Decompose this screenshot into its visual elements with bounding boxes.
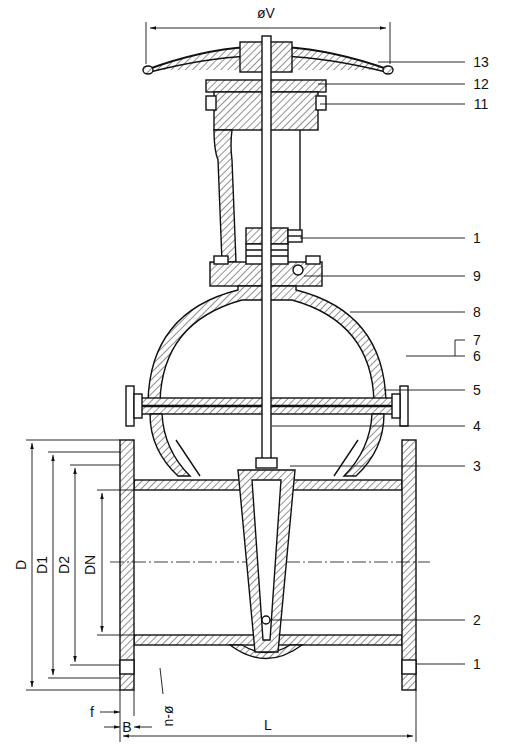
callout-number: 1 (473, 657, 481, 671)
callout-number: 7 (473, 333, 481, 347)
dimension-label: D (14, 560, 28, 570)
callout-number: 4 (473, 419, 481, 433)
dimension-label: L (264, 718, 272, 732)
callout-number: 3 (473, 459, 481, 473)
callout-number: 5 (473, 383, 481, 397)
callout-number: 12 (473, 77, 489, 91)
callout-number: 1 (473, 231, 481, 245)
dimension-label: n-ø (161, 706, 175, 727)
dimension-label: D2 (57, 556, 71, 574)
dimension-label: B (122, 720, 131, 734)
callout-number: 9 (473, 269, 481, 283)
callout-number: 13 (473, 55, 489, 69)
dimension-label: DN (83, 555, 97, 575)
callout-number: 11 (474, 97, 489, 111)
dimension-label: øV (257, 6, 275, 20)
callout-number: 2 (473, 613, 481, 627)
dimension-label: D1 (35, 556, 49, 574)
callout-number: 6 (473, 349, 481, 363)
callout-number: 8 (473, 305, 481, 319)
dimension-label: f (90, 705, 94, 719)
